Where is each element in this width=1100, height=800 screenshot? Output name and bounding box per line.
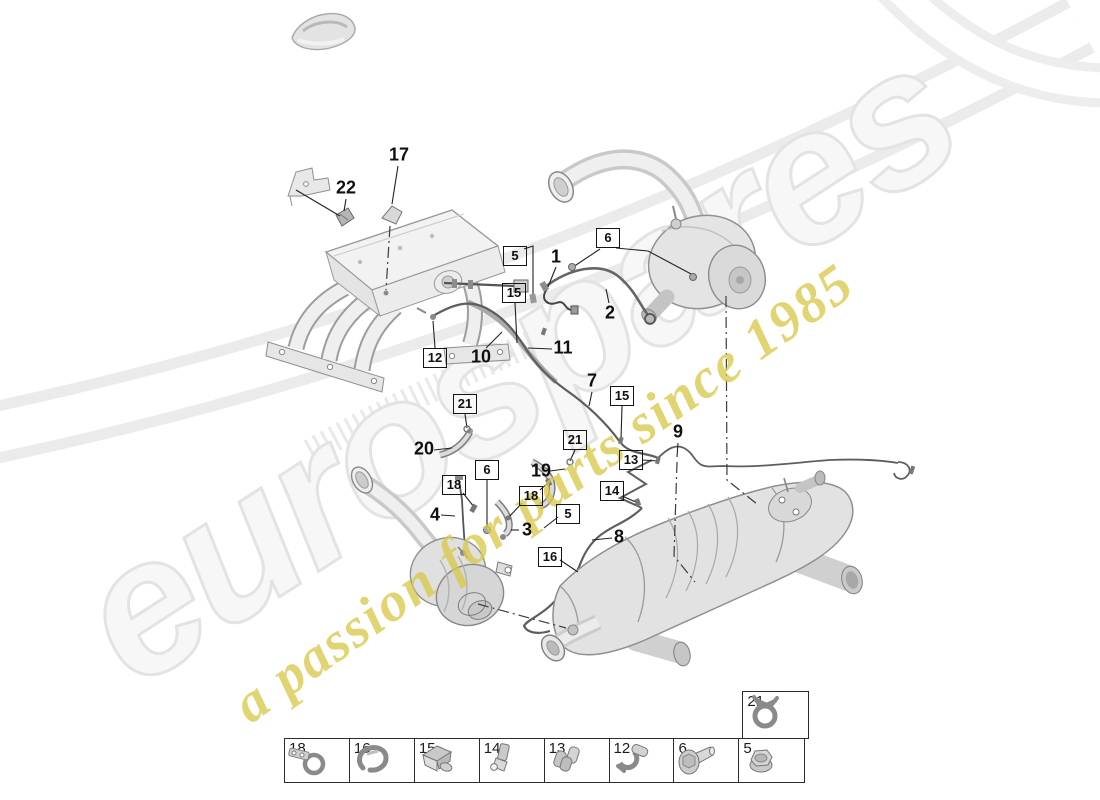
clamp-marks: [463, 263, 916, 534]
callout-21: 21: [563, 430, 587, 450]
double-pipe-clip-icon: [552, 746, 580, 772]
callout-16: 16: [538, 547, 562, 567]
datum-lines: [385, 225, 758, 629]
sensor-17: [381, 205, 403, 225]
turbocharger-right: [547, 149, 767, 324]
leader-lines: [295, 165, 694, 573]
callout-22: 22: [335, 177, 357, 198]
legend-cell-14: 14: [478, 738, 546, 783]
callout-4: 4: [429, 504, 441, 525]
callout-6: 6: [596, 228, 620, 248]
catalytic-converter-left: [350, 466, 513, 627]
pipe-19: [530, 458, 556, 510]
callout-20: 20: [413, 438, 435, 459]
car-silhouette: [291, 12, 356, 51]
callout-19: 19: [530, 460, 552, 481]
rear-muffler: [540, 470, 863, 667]
spring-band-clamp-icon: [752, 695, 780, 729]
screw-plug-icon: [678, 746, 716, 775]
callout-1: 1: [550, 246, 562, 267]
legend-cell-18: 18: [284, 738, 351, 783]
legend-cell-6: 6: [673, 738, 740, 783]
legend-cell-13: 13: [543, 738, 611, 783]
callout-15: 15: [502, 283, 526, 303]
callout-9: 9: [672, 421, 684, 442]
spring-clip-icon: [356, 745, 389, 773]
mounting-bracket: [287, 167, 331, 207]
callout-18: 18: [519, 486, 543, 506]
callout-21: 21: [453, 394, 477, 414]
legend-cell-21: 21: [742, 691, 810, 739]
callout-5: 5: [503, 246, 527, 266]
callout-12: 12: [423, 348, 447, 368]
legend-number: 14: [483, 740, 501, 757]
legend-number: 6: [678, 740, 687, 757]
callout-18: 18: [442, 475, 466, 495]
legend-number: 12: [613, 740, 631, 757]
callout-13: 13: [619, 450, 643, 470]
vacuum-line-main: [416, 299, 911, 480]
hose-2: [539, 267, 656, 325]
callout-5: 5: [556, 504, 580, 524]
legend-row: 18 16 15: [284, 738, 805, 783]
legend-number: 5: [743, 740, 752, 757]
legend-cell-16: 16: [348, 738, 416, 783]
cable-holder-icon: [489, 743, 510, 772]
pipe-3: [494, 499, 513, 540]
callout-8: 8: [613, 526, 625, 547]
sheet-metal-clip-icon: [421, 745, 453, 772]
saddle-pipe-clip-icon: [615, 744, 648, 773]
intake-manifold: [265, 209, 511, 393]
callout-7: 7: [586, 370, 598, 391]
callout-2: 2: [604, 302, 616, 323]
callout-17: 17: [388, 144, 410, 165]
legend-number: 16: [353, 740, 371, 757]
callout-11: 11: [553, 337, 573, 358]
legend-cell-5: 5: [738, 738, 805, 783]
hose-clamp-icon: [288, 747, 326, 776]
callout-10: 10: [470, 346, 492, 367]
flange-nut-icon: [749, 749, 773, 773]
callout-3: 3: [521, 519, 533, 540]
callout-14: 14: [600, 481, 624, 501]
legend-cell-12: 12: [608, 738, 676, 783]
callout-6: 6: [475, 460, 499, 480]
legend-cell-15: 15: [413, 738, 481, 783]
callout-15: 15: [610, 386, 634, 406]
